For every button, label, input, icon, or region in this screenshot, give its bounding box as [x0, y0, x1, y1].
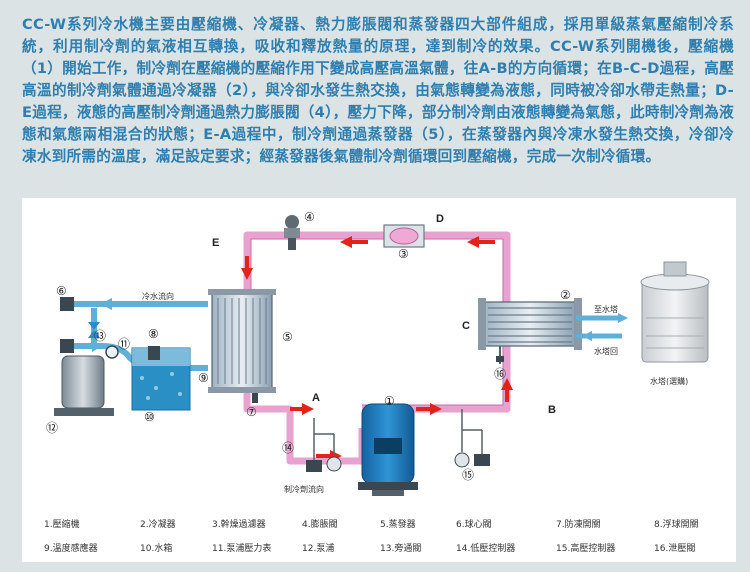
compressor [358, 403, 418, 496]
component-number-2: ② [560, 288, 571, 302]
component-number-12: ⑫ [46, 421, 58, 435]
ball-valve [60, 297, 74, 353]
legend-item-12: 12.泵浦 [302, 544, 335, 554]
pressure-relief-valve [496, 346, 504, 364]
legend-item-7: 7.防凍開關 [556, 520, 601, 530]
evaporator [208, 289, 276, 393]
legend-item-10: 10.水箱 [140, 544, 173, 554]
legend-item-1: 1.壓縮機 [44, 520, 80, 530]
legend-item-15: 15.高壓控制器 [556, 544, 616, 554]
component-number-11: ⑪ [118, 337, 130, 351]
legend-item-5: 5.蒸發器 [380, 520, 416, 530]
legend-item-2: 2.冷凝器 [140, 520, 176, 530]
flow-arrow-compressor-right [430, 403, 442, 415]
component-number-5: ⑤ [282, 330, 293, 344]
water-tank [131, 347, 191, 411]
point-label-d: D [436, 213, 444, 225]
cooling-tower-label: 水塔(選購) [650, 376, 688, 386]
diagram-panel: A B C D E ① ② ③ ④ ⑤ ⑥ ⑦ ⑧ ⑨ ⑩ ⑪ ⑫ ⑬ ⑭ ⑮ … [22, 198, 736, 562]
legend-item-8: 8.浮球開關 [654, 520, 699, 530]
low-pressure-controller [306, 418, 342, 472]
component-legend: 1.壓縮機 2.冷凝器 3.幹燥過濾器 4.膨脹閥 5.蒸發器 6.球心閥 7.… [22, 512, 736, 562]
legend-row-2: 9.溫度感應器 10.水箱 11.泵浦壓力表 12.泵浦 13.旁通閥 14.低… [22, 541, 736, 565]
component-number-4: ④ [304, 210, 315, 224]
flow-arrow-e-down [241, 268, 253, 280]
legend-item-6: 6.球心閥 [456, 520, 492, 530]
legend-item-4: 4.膨脹閥 [302, 520, 338, 530]
cooling-water-arrows [582, 313, 628, 341]
component-number-9: ⑨ [198, 371, 209, 385]
tower-return-label: 水塔回 [594, 346, 618, 356]
component-number-15: ⑮ [462, 468, 474, 482]
legend-item-9: 9.溫度感應器 [44, 544, 98, 554]
legend-item-14: 14.低壓控制器 [456, 544, 516, 554]
to-tower-label: 至水塔 [594, 304, 618, 314]
expansion-valve [284, 215, 300, 250]
float-switch [148, 346, 160, 360]
antifreeze-switch [252, 393, 258, 403]
point-label-b: B [548, 404, 556, 416]
component-number-1: ① [384, 394, 395, 408]
cooling-water-pipes [576, 315, 622, 339]
legend-item-16: 16.泄壓閥 [654, 544, 696, 554]
component-number-10: ⑩ [144, 410, 155, 424]
pump [54, 355, 114, 416]
component-number-7: ⑦ [246, 405, 257, 419]
intro-paragraph: CC-W系列冷水機主要由壓縮機、冷凝器、熱力膨脹閥和蒸發器四大部件組成，採用單級… [22, 16, 734, 165]
component-number-8: ⑧ [148, 327, 159, 341]
point-label-c: C [462, 320, 470, 332]
component-number-6: ⑥ [56, 284, 67, 298]
pump-pressure-gauge [105, 345, 119, 359]
flow-arrow-d-left [340, 236, 352, 248]
refrigerant-flow-label: 制冷劑流向 [284, 484, 324, 494]
component-number-16: ⑯ [494, 367, 506, 381]
condenser [478, 298, 582, 350]
legend-item-13: 13.旁通閥 [380, 544, 422, 554]
point-label-e: E [212, 237, 219, 249]
water-flow-arrows [78, 298, 126, 352]
cooling-tower [640, 261, 710, 363]
chilled-water-flow-label: 冷水流向 [142, 291, 174, 301]
component-number-3: ③ [398, 247, 409, 261]
flow-arrow-top-right-left [467, 236, 479, 248]
point-label-a: A [312, 392, 320, 404]
component-number-13: ⑬ [94, 329, 106, 343]
high-pressure-controller [454, 409, 490, 468]
flow-arrow-b-up [501, 378, 513, 390]
refrigerant-flow-arrows [241, 236, 513, 462]
legend-item-3: 3.幹燥過濾器 [212, 520, 266, 530]
legend-item-11: 11.泵浦壓力表 [212, 544, 272, 554]
refrigeration-cycle-diagram: A B C D E ① ② ③ ④ ⑤ ⑥ ⑦ ⑧ ⑨ ⑩ ⑪ ⑫ ⑬ ⑭ ⑮ … [46, 210, 710, 496]
legend-row-1: 1.壓縮機 2.冷凝器 3.幹燥過濾器 4.膨脹閥 5.蒸發器 6.球心閥 7.… [22, 517, 736, 541]
component-number-14: ⑭ [282, 441, 294, 455]
bypass-valve [88, 322, 100, 338]
filter-drier [383, 224, 425, 248]
flow-arrow-a-right [302, 403, 314, 415]
